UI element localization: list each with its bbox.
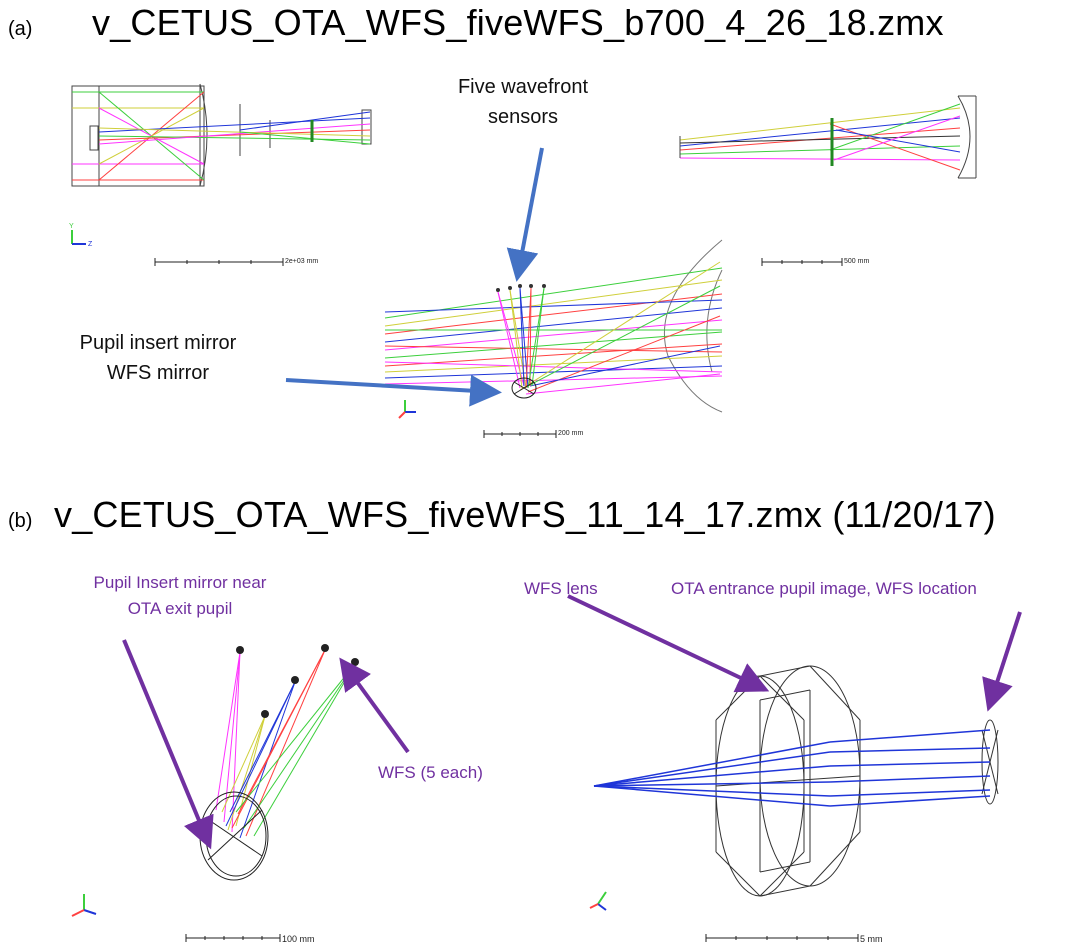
scale-bar-b-right — [705, 934, 859, 942]
wfs-lens-layout — [593, 665, 999, 897]
scale-label-b-left: 100 mm — [282, 934, 315, 944]
callout-pupil-insert-line2: OTA exit pupil — [127, 599, 233, 618]
callout-pupil-line1: Pupil insert mirror — [79, 332, 237, 354]
axis-y-letter: Y — [69, 223, 74, 230]
axis-triad-b-left — [71, 894, 97, 917]
axis-triad-a-left: Y Z — [69, 223, 93, 248]
callout-five-wfs-line2: sensors — [487, 106, 559, 128]
callout-pupil-mirror: Pupil insert mirror WFS mirror — [28, 328, 288, 388]
callout-wfs-lens: WFS lens — [524, 579, 598, 598]
scale-label-a-left: 2e+03 mm — [285, 258, 319, 265]
arrow-entrance-pupil — [982, 611, 1022, 712]
axis-triad-a-zoom — [398, 400, 416, 419]
arrow-pupil-insert — [122, 639, 214, 850]
axis-triad-b-right — [589, 891, 607, 911]
ota-full-layout-left — [71, 83, 372, 187]
callout-five-wfs-line1: Five wavefront — [457, 76, 589, 98]
callout-pupil-insert: Pupil Insert mirror near OTA exit pupil — [50, 570, 310, 622]
wfs-layout-right — [679, 95, 977, 179]
callout-wfs-each: WFS (5 each) — [378, 763, 483, 782]
pupil-insert-wfs-layout — [199, 644, 359, 881]
scale-bar-b-left — [185, 934, 281, 942]
callout-pupil-insert-line1: Pupil Insert mirror near — [93, 573, 267, 592]
arrow-pupil-mirror — [285, 374, 502, 407]
scale-bar-a-zoom — [483, 430, 557, 438]
callout-pupil-line2: WFS mirror — [106, 362, 210, 384]
callout-entrance-pupil: OTA entrance pupil image, WFS location — [671, 579, 977, 598]
arrow-wfs-lens — [567, 594, 770, 693]
panel-a-label: (a) — [8, 18, 33, 40]
scale-bar-a-left — [154, 258, 284, 266]
axis-z-letter: Z — [88, 241, 93, 248]
callout-five-wfs: Five wavefront sensors — [408, 72, 638, 132]
scale-label-a-right: 500 mm — [844, 258, 870, 265]
scale-label-a-zoom: 200 mm — [558, 430, 584, 437]
scale-bar-a-right — [761, 258, 843, 266]
panel-b-title: v_CETUS_OTA_WFS_fiveWFS_11_14_17.zmx (11… — [54, 494, 996, 535]
arrow-five-wfs — [506, 147, 544, 282]
panel-b-label: (b) — [8, 510, 33, 532]
wfs-zoom-layout — [384, 239, 723, 413]
panel-a-title: v_CETUS_OTA_WFS_fiveWFS_b700_4_26_18.zmx — [92, 2, 944, 43]
scale-label-b-right: 5 mm — [860, 934, 883, 944]
arrow-wfs-each — [339, 657, 410, 754]
